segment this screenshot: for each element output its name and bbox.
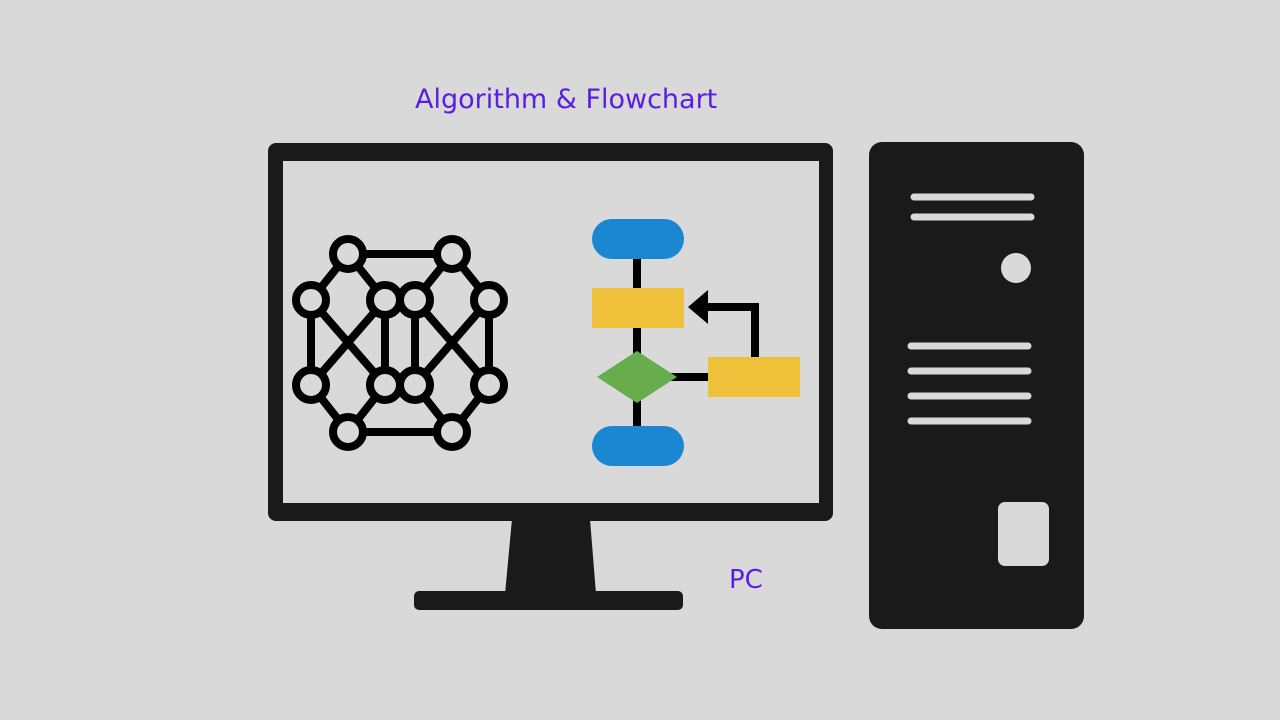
network-node: [433, 413, 471, 451]
pc-tower-icon: [869, 142, 1084, 629]
diagram-title: Algorithm & Flowchart: [415, 84, 718, 115]
network-node: [292, 366, 330, 404]
monitor-screen: [283, 161, 819, 503]
arrow-head-icon: [688, 290, 708, 324]
network-node: [292, 281, 330, 319]
network-node: [366, 366, 404, 404]
drive-bay: [998, 502, 1049, 566]
terminal-start: [592, 219, 684, 259]
power-button-icon: [1001, 253, 1031, 283]
pc-label: PC: [729, 565, 763, 595]
tower-vents-middle: [907, 342, 1032, 425]
flowchart-icon: [592, 219, 800, 466]
network-node: [396, 281, 434, 319]
decision-diamond: [597, 351, 677, 403]
network-node: [396, 366, 434, 404]
neural-network-icon: [292, 235, 508, 451]
tower-vents-top: [910, 193, 1035, 221]
monitor-neck: [505, 519, 596, 594]
network-node: [329, 235, 367, 273]
process-box-side: [708, 357, 800, 397]
network-node: [366, 281, 404, 319]
network-node: [470, 366, 508, 404]
monitor-base: [414, 591, 683, 610]
monitor-icon: [268, 143, 833, 610]
terminal-end: [592, 426, 684, 466]
network-node: [470, 281, 508, 319]
process-box: [592, 288, 684, 328]
network-nodes: [292, 235, 508, 451]
network-node: [433, 235, 471, 273]
network-node: [329, 413, 367, 451]
